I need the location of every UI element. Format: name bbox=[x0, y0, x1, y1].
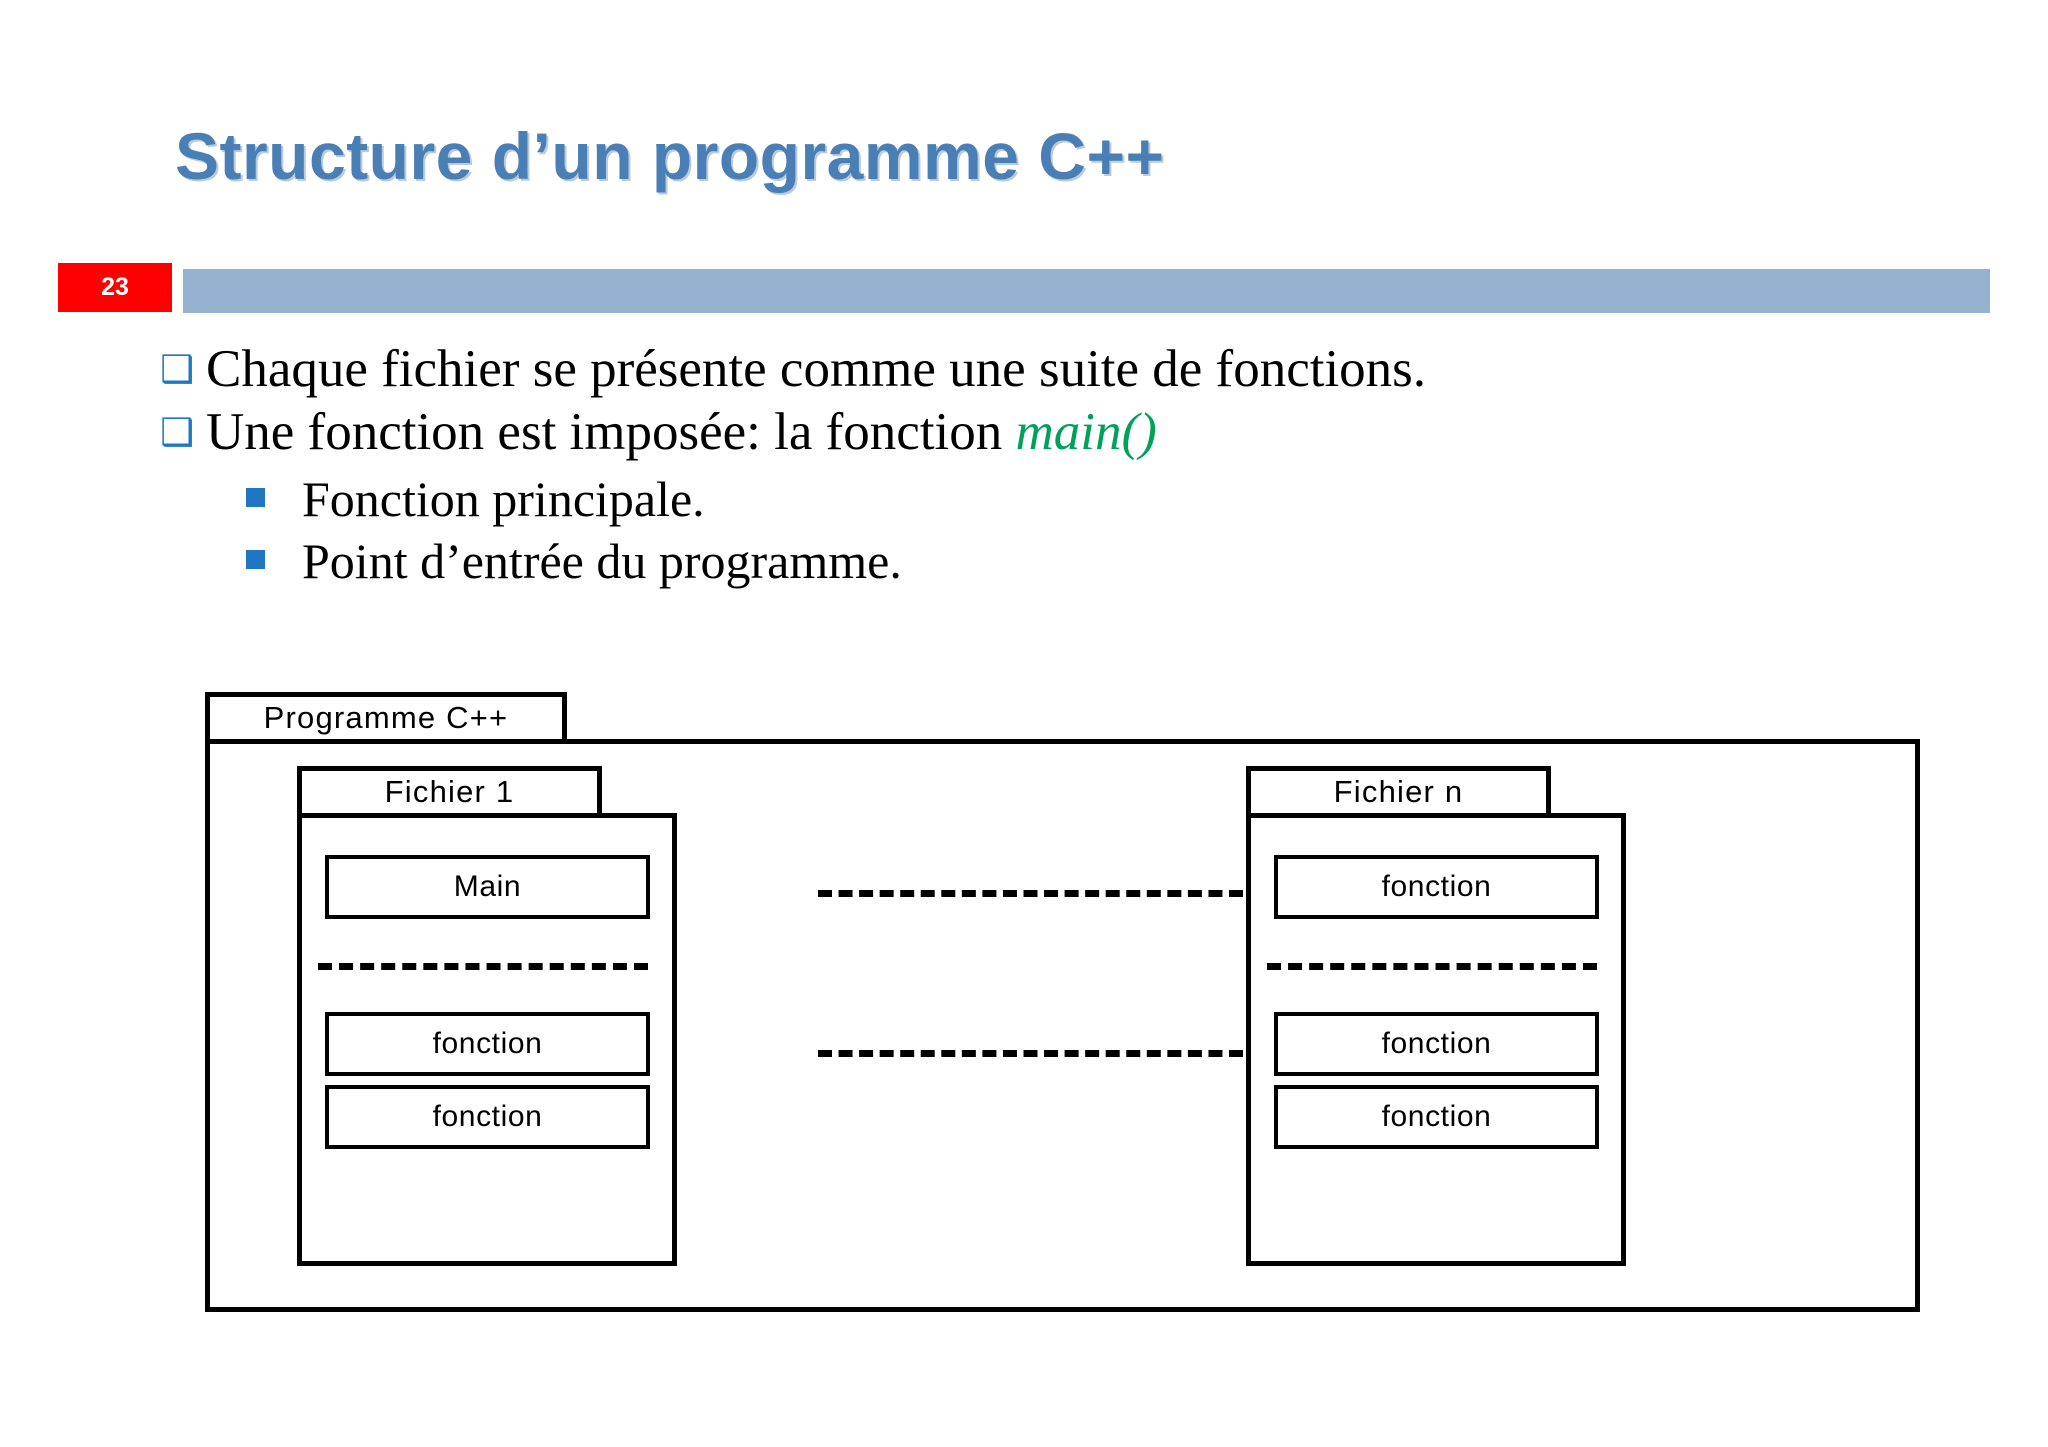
file-right-cell-fonction-2-label: fonction bbox=[1381, 1027, 1492, 1060]
bullet-text-1: Chaque fichier se présente comme une sui… bbox=[206, 340, 1427, 398]
file-left-tab: Fichier 1 bbox=[297, 766, 602, 818]
bullet-text-2: Une fonction est imposée: la fonction ma… bbox=[206, 403, 1157, 462]
file-left-divider bbox=[318, 963, 648, 970]
file-left-cell-fonction-1: fonction bbox=[325, 1012, 650, 1076]
sub-bullet-text-2: Point d’entrée du programme. bbox=[302, 532, 902, 589]
programme-folder-label: Programme C++ bbox=[263, 700, 509, 735]
header-accent-bar bbox=[183, 269, 1990, 313]
bullet-code-main: main() bbox=[1015, 403, 1157, 462]
file-left-cell-main-label: Main bbox=[453, 870, 522, 903]
sub-bullet-text-1: Fonction principale. bbox=[302, 470, 705, 527]
bullet-list: ❑ Chaque fichier se présente comme une s… bbox=[160, 340, 1960, 595]
list-item: ❑ Chaque fichier se présente comme une s… bbox=[160, 340, 1960, 399]
programme-folder-tab: Programme C++ bbox=[205, 692, 567, 744]
filled-square-bullet-icon bbox=[246, 549, 302, 574]
slide-number-badge: 23 bbox=[58, 263, 172, 312]
filled-square-bullet-icon bbox=[246, 487, 302, 512]
file-right-cell-fonction-2: fonction bbox=[1274, 1012, 1599, 1076]
file-right-cell-fonction-1-label: fonction bbox=[1381, 870, 1492, 903]
hollow-square-bullet-icon: ❑ bbox=[160, 410, 195, 455]
file-left-label: Fichier 1 bbox=[384, 774, 515, 809]
sub-bullet-list: Fonction principale. Point d’entrée du p… bbox=[160, 471, 1960, 589]
program-structure-diagram: Programme C++ Fichier 1 Main fonction fo… bbox=[205, 692, 1920, 1312]
hollow-square-bullet-icon: ❑ bbox=[160, 347, 195, 391]
file-left-cell-fonction-2-label: fonction bbox=[432, 1100, 543, 1133]
file-right-cell-fonction-3-label: fonction bbox=[1381, 1100, 1492, 1133]
files-connector-bottom bbox=[818, 1050, 1243, 1057]
slide-number-text: 23 bbox=[101, 273, 129, 301]
file-right-tab: Fichier n bbox=[1246, 766, 1551, 818]
list-item: ❑ Une fonction est imposée: la fonction … bbox=[160, 403, 1960, 462]
file-right-label: Fichier n bbox=[1333, 774, 1464, 809]
page-title: Structure d’un programme C++ bbox=[175, 119, 1165, 193]
file-right-cell-fonction-1: fonction bbox=[1274, 855, 1599, 919]
bullet-text-2-prefix: Une fonction est imposée: la fonction bbox=[206, 403, 1016, 462]
file-right-divider bbox=[1267, 963, 1597, 970]
file-right-cell-fonction-3: fonction bbox=[1274, 1085, 1599, 1149]
list-item: Fonction principale. bbox=[246, 471, 1960, 527]
list-item: Point d’entrée du programme. bbox=[246, 533, 1960, 589]
files-connector-top bbox=[818, 890, 1243, 897]
file-left-cell-fonction-1-label: fonction bbox=[432, 1027, 543, 1060]
file-left-cell-fonction-2: fonction bbox=[325, 1085, 650, 1149]
file-left-cell-main: Main bbox=[325, 855, 650, 919]
